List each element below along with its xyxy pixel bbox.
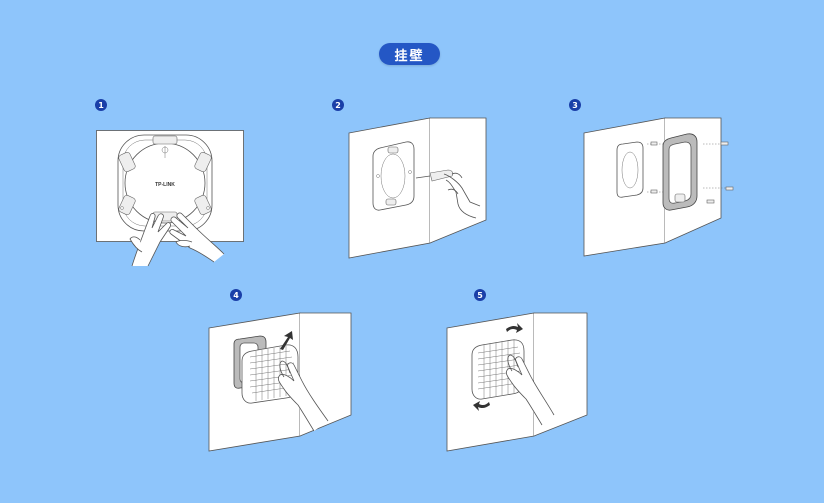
left-hand: [129, 213, 171, 267]
step-4-illustration: [208, 312, 352, 452]
step-3-badge: 3: [569, 99, 581, 111]
right-hand: [169, 212, 225, 263]
rotate-arrow-bottom: [473, 401, 490, 411]
step-4-push-arrow: [280, 331, 293, 350]
wall-holes-bracket-outline: [616, 141, 644, 198]
screws: [647, 141, 734, 204]
drill: [415, 169, 454, 182]
step-2-illustration: [348, 117, 487, 259]
mounting-plate: [662, 133, 698, 211]
step-5-illustration: [446, 312, 588, 452]
rotate-arrow-top: [506, 323, 523, 333]
step-5-badge: 5: [474, 289, 486, 301]
access-point-device: TP-LINK: [117, 134, 213, 232]
step-5-hand: [505, 354, 555, 426]
device-logo: TP-LINK: [155, 182, 175, 188]
step-1-badge: 1: [95, 99, 107, 111]
step-4-hand: [277, 360, 329, 432]
step-4-badge: 4: [230, 289, 242, 301]
step-2-right-wall: [429, 117, 487, 244]
step-1-illustration: TP-LINK: [96, 130, 244, 267]
step-2-badge: 2: [332, 99, 344, 111]
title-pill: 挂壁: [379, 43, 440, 65]
mounting-bracket: [372, 141, 415, 211]
hand-with-screwdriver: [443, 172, 481, 219]
step-5-device: [471, 339, 525, 400]
step-3-illustration: [583, 117, 734, 257]
